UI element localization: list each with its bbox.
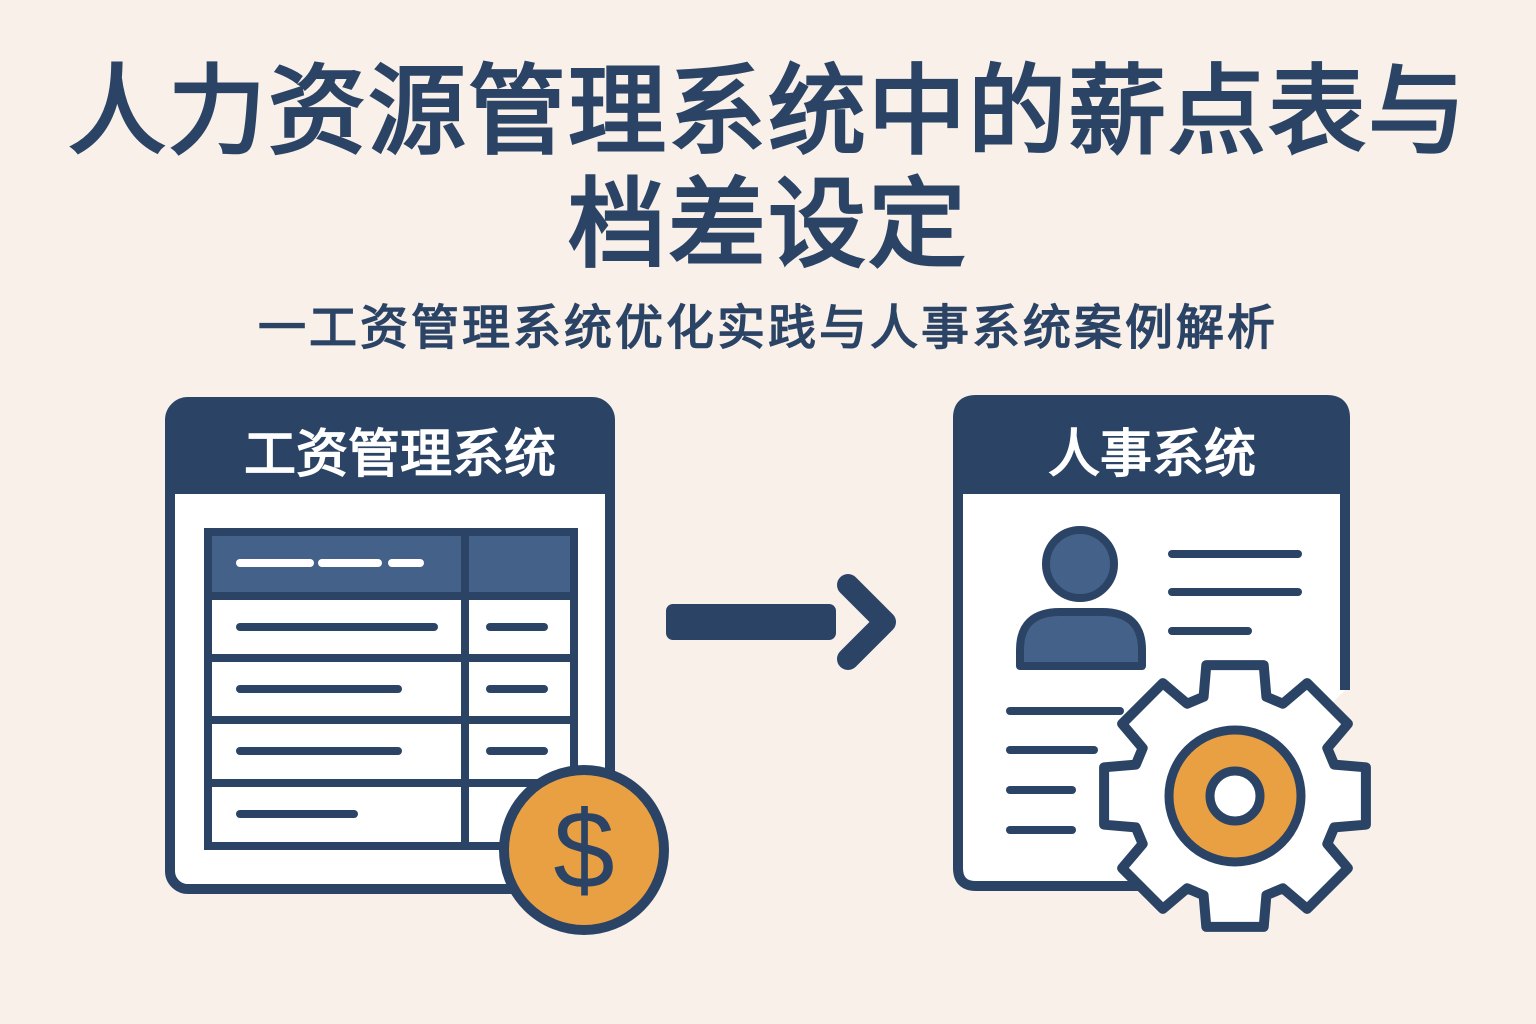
hr-panel-title: 人事系统 — [1048, 425, 1256, 485]
arrow-right-icon — [666, 574, 896, 670]
employee-profile-icon — [1006, 526, 1302, 834]
page-title-line-1: 人力资源管理系统中的薪点表与 — [67, 55, 1468, 169]
coin-disc — [499, 765, 669, 935]
gear-icon — [1099, 660, 1371, 932]
page-subtitle: 一工资管理系统优化实践与人事系统案例解析 — [257, 300, 1278, 356]
avatar-head — [1042, 526, 1118, 602]
hr-system-panel: 人事系统 — [953, 395, 1371, 932]
arrow-head — [837, 574, 896, 670]
payroll-panel-header — [170, 402, 610, 494]
salary-table-icon — [204, 528, 578, 850]
arrow-shaft — [666, 604, 836, 640]
gear-hole — [1205, 766, 1265, 826]
payroll-system-panel: 工资管理系统 $ — [165, 397, 669, 935]
hr-panel-header — [958, 400, 1345, 494]
payroll-panel-title: 工资管理系统 — [244, 425, 556, 485]
page-title-line-2: 档差设定 — [567, 168, 968, 282]
coin-symbol: $ — [553, 789, 614, 912]
dollar-coin-icon: $ — [499, 765, 669, 935]
avatar-body — [1016, 608, 1146, 670]
